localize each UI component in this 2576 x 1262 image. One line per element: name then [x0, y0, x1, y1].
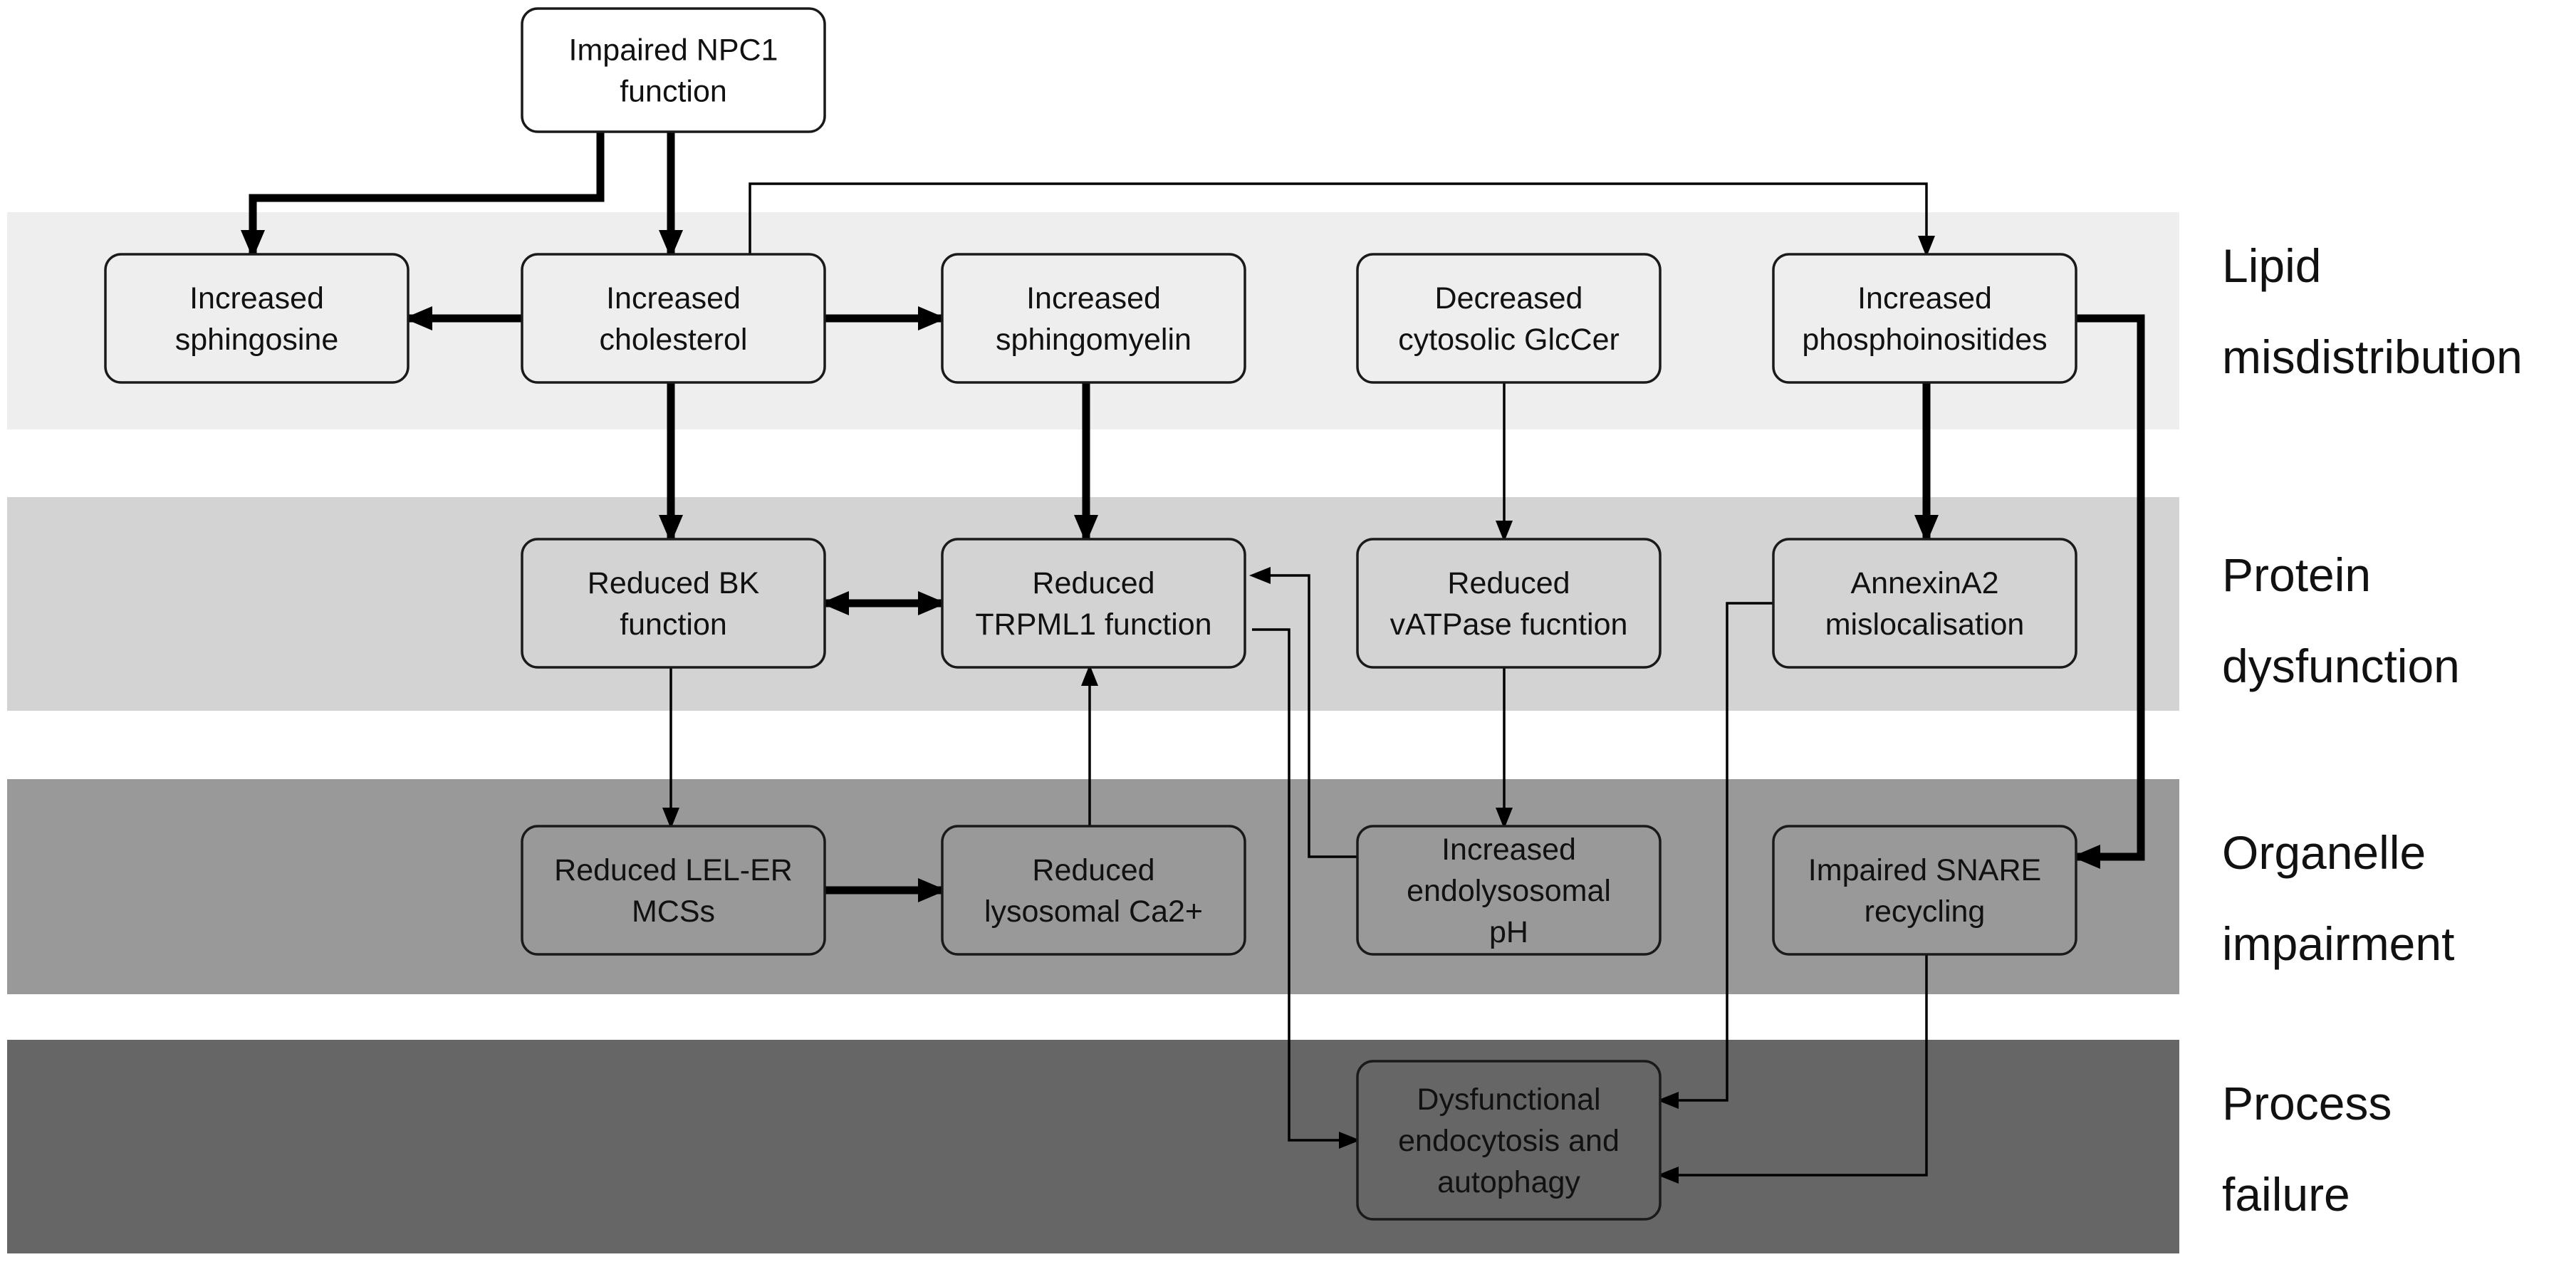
- layer-label-process: Process: [2222, 1077, 2392, 1130]
- node-glccer: Decreased cytosolic GlcCer: [1356, 253, 1662, 384]
- layer-label-lipid: Lipid: [2222, 239, 2321, 292]
- node-box: [1772, 253, 2077, 384]
- node-lel_er: Reduced LEL-ER MCSs: [521, 825, 826, 956]
- edge-phosphoinositides-to-snare: [2072, 314, 2145, 869]
- node-label-line: Increased: [606, 281, 741, 316]
- node-label-line: endolysosomal: [1407, 874, 1611, 908]
- node-phosphoinositides: Increased phosphoinositides: [1772, 253, 2077, 384]
- node-label-line: function: [620, 75, 727, 109]
- node-box: [1356, 825, 1662, 956]
- node-vatpase: Reduced vATPase fucntion: [1356, 538, 1662, 669]
- node-label-line: autophagy: [1437, 1165, 1580, 1199]
- node-box: [521, 253, 826, 384]
- node-box: [521, 825, 826, 956]
- node-label-line: recycling: [1865, 895, 1986, 929]
- node-ca2: Reduced lysosomal Ca2+: [941, 825, 1246, 956]
- node-label-line: Impaired SNARE: [1808, 853, 2041, 887]
- node-label-line: endocytosis and: [1398, 1124, 1620, 1158]
- layer-label-organelle: Organelle: [2222, 826, 2426, 879]
- node-label-line: phosphoinositides: [1802, 323, 2047, 357]
- node-label-line: function: [620, 607, 727, 642]
- node-sphingomyelin: Increased sphingomyelin: [941, 253, 1246, 384]
- node-label-line: Impaired NPC1: [569, 33, 778, 68]
- node-box: [1356, 1060, 1662, 1221]
- node-label-line: vATPase fucntion: [1390, 607, 1628, 642]
- node-box: [1772, 538, 2077, 669]
- node-endocytosis: Dysfunctional endocytosis and autophagy: [1356, 1060, 1662, 1221]
- node-ph: Increased endolysosomal pH: [1356, 825, 1662, 956]
- edge-annexin-to-endocytosis: [1657, 602, 1773, 1109]
- node-label-line: Reduced LEL-ER: [554, 853, 793, 887]
- node-label-line: Increased: [1441, 833, 1576, 867]
- node-label-line: mislocalisation: [1825, 607, 2025, 642]
- layer-label-process: failure: [2222, 1168, 2350, 1221]
- node-box: [104, 253, 410, 384]
- node-sphingosine: Increased sphingosine: [104, 253, 410, 384]
- node-label-line: Reduced: [1032, 566, 1154, 600]
- node-npc1: Impaired NPC1 function: [521, 7, 826, 133]
- node-box: [1356, 253, 1662, 384]
- layer-label-protein: Protein: [2222, 548, 2371, 601]
- node-label-line: Dysfunctional: [1417, 1083, 1600, 1117]
- edge-npc1-to-sphingosine: [241, 132, 605, 259]
- node-annexin: AnnexinA2 mislocalisation: [1772, 538, 2077, 669]
- node-label-line: Increased: [1857, 281, 1992, 316]
- node-label-line: cytosolic GlcCer: [1398, 323, 1620, 357]
- node-label-line: lysosomal Ca2+: [984, 895, 1203, 929]
- node-box: [521, 7, 826, 133]
- node-label-line: TRPML1 function: [975, 607, 1211, 642]
- node-box: [941, 253, 1246, 384]
- node-label-line: sphingomyelin: [996, 323, 1191, 357]
- node-label-line: MCSs: [632, 895, 715, 929]
- node-label-line: sphingosine: [175, 323, 339, 357]
- node-label-line: cholesterol: [600, 323, 748, 357]
- node-label-line: Reduced BK: [588, 566, 760, 600]
- node-snare: Impaired SNARE recycling: [1772, 825, 2077, 956]
- nodes: Impaired NPC1functionIncreasedsphingosin…: [104, 7, 2077, 1221]
- edge-snare-to-endocytosis: [1657, 954, 1928, 1184]
- layer-label-organelle: impairment: [2222, 917, 2454, 970]
- edge-trpml1-to-endocytosis: [1252, 628, 1360, 1149]
- edge-ph-to-trpml1: [1249, 567, 1357, 858]
- node-label-line: Increased: [1026, 281, 1161, 316]
- layer-band-process: [7, 1040, 2179, 1253]
- node-label-line: Reduced: [1032, 853, 1154, 887]
- node-box: [1356, 538, 1662, 669]
- layer-label-protein: dysfunction: [2222, 640, 2460, 692]
- node-label-line: AnnexinA2: [1851, 566, 1999, 600]
- node-box: [521, 538, 826, 669]
- node-label-line: pH: [1489, 915, 1528, 949]
- node-box: [941, 825, 1246, 956]
- node-label-line: Decreased: [1435, 281, 1583, 316]
- layer-label-lipid: misdistribution: [2222, 330, 2523, 383]
- node-cholesterol: Increased cholesterol: [521, 253, 826, 384]
- node-box: [941, 538, 1246, 669]
- node-bk: Reduced BK function: [521, 538, 826, 669]
- edge-cholesterol-to-phosphoinositides: [749, 182, 1935, 257]
- node-label-line: Increased: [189, 281, 324, 316]
- node-label-line: Reduced: [1447, 566, 1570, 600]
- node-box: [1772, 825, 2077, 956]
- edges: [241, 132, 2145, 1184]
